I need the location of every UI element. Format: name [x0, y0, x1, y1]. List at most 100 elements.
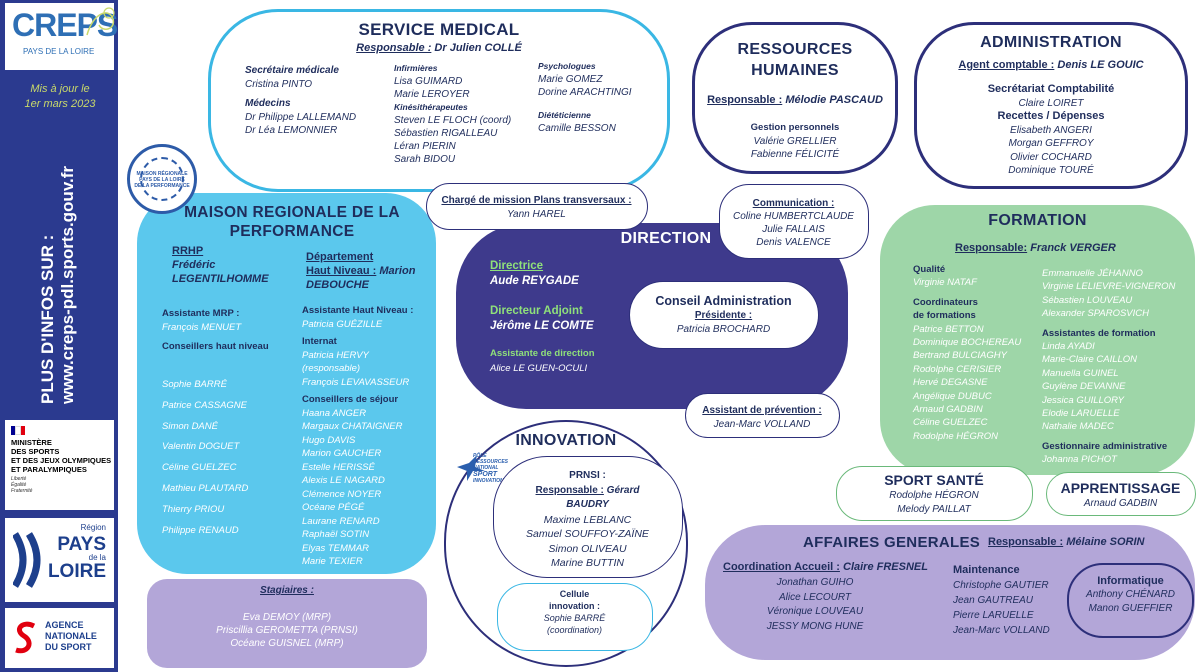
badge-line: MAISON RÉGIONALE: [136, 171, 188, 177]
staff-name: Coline HUMBERTCLAUDE: [733, 211, 854, 222]
staff-name: Anthony CHÉNARD: [1086, 589, 1175, 600]
role-label: Conseillers haut niveau: [162, 341, 269, 352]
staff-name: Patrice BETTON: [913, 323, 984, 335]
affaires-responsable: Responsable : Mélaine SORIN: [988, 536, 1145, 548]
role-label: Infirmières: [394, 63, 438, 73]
prevention-title: Assistant de prévention :: [702, 405, 822, 416]
staff-name: Sébastien LOUVEAU: [1042, 294, 1133, 306]
role-label: Kinésithérapeutes: [394, 102, 468, 112]
staff-name: Virginie NATAF: [913, 277, 977, 289]
ans-line: NATIONALE: [45, 631, 97, 641]
responsable-name: Franck VERGER: [1030, 242, 1116, 254]
ans-s-icon: [15, 621, 36, 654]
assistante-name: Alice LE GUEN-OCULI: [490, 363, 588, 374]
staff-name: Julie FALLAIS: [762, 224, 825, 235]
ans-name: AGENCE NATIONALE DU SPORT: [45, 620, 97, 653]
staff-name: Samuel SOUFFOY-ZAÏNE: [526, 528, 649, 540]
direction-people: Directrice Aude REYGADE Directeur Adjoin…: [490, 259, 595, 376]
agent-name: Denis LE GOUIC: [1057, 59, 1144, 71]
formation-title: FORMATION: [988, 212, 1087, 229]
directrice-name: Aude REYGADE: [490, 275, 579, 287]
staff-name: Marie LEROYER: [394, 89, 470, 100]
affaires-title: AFFAIRES GENERALES: [803, 534, 981, 551]
staff-name: Angélique DUBUC: [913, 390, 992, 402]
staff-name: Raphaël SOTIN: [302, 529, 370, 540]
prevention-box: Assistant de prévention : Jean-Marc VOLL…: [685, 393, 840, 438]
psni-logo: PÔLE RESSOURCES NATIONAL SPORT INNOVATIO…: [455, 453, 519, 484]
staff-name: Céline GUELZEC: [162, 462, 237, 474]
role-label: de formations: [913, 310, 976, 322]
staff-name: Steven LE FLOCH (coord): [394, 115, 512, 126]
staff-name: Guylène DEVANNE: [1042, 381, 1126, 393]
staff-name: Léran PIERIN: [394, 141, 456, 152]
communication-content: Communication : Coline HUMBERTCLAUDE Jul…: [720, 197, 867, 249]
staff-name: Sébastien RIGALLEAU: [394, 128, 498, 139]
rrhp-name: Frédéric: [172, 259, 216, 271]
mrp-title: MAISON REGIONALE DE LA PERFORMANCE: [157, 203, 427, 241]
mrp-col1: Assistante MRP : François MENUET Conseil…: [162, 307, 269, 354]
charge-mission-box: Chargé de mission Plans transversaux : Y…: [426, 183, 648, 230]
ans-line: AGENCE: [45, 620, 84, 630]
cellule-label: Cellule: [559, 589, 590, 599]
creps-logo-subtitle: PAYS DE LA LOIRE: [23, 47, 95, 56]
stagiaire-name: Priscillia GEROMETTA (PRNSI): [216, 625, 358, 636]
creps-logo: CREPS PAYS DE LA LOIRE: [5, 3, 118, 70]
sport-sante-box: SPORT SANTÉ Rodolphe HÉGRON Melody PAILL…: [836, 466, 1033, 521]
apprentissage-title: APPRENTISSAGE: [1060, 480, 1181, 496]
staff-name: Patricia HERVY: [302, 349, 369, 361]
stagiaire-name: Océane GUISNEL (MRP): [230, 638, 344, 649]
responsable-name: Mélaine SORIN: [1066, 536, 1145, 548]
staff-name: Simon DANÉ: [162, 420, 218, 432]
accueil-list: Jonathan GUIHO Alice LECOURT Véronique L…: [745, 576, 885, 634]
staff-name: Valérie GRELLIER: [753, 135, 837, 147]
role-label: Diététicienne: [538, 110, 591, 120]
role-label: Coordinateurs: [913, 296, 978, 308]
staff-name: Dorine ARACHTINGI: [538, 87, 632, 98]
staff-name: Claire LOIRET: [1018, 97, 1084, 109]
innovation-title: INNOVATION: [515, 432, 617, 449]
staff-name: Rodolphe CERISIER: [913, 363, 1002, 375]
update-date: Mis à jour le 1er mars 2023: [10, 82, 110, 113]
update-line2: 1er mars 2023: [24, 98, 96, 111]
role-label: Assistante MRP :: [162, 308, 240, 319]
motto-line: Fraternité: [11, 488, 33, 494]
staff-name: Nathalie MADEC: [1042, 421, 1114, 433]
direction-title: DIRECTION: [620, 230, 712, 247]
staff-name: Haana ANGER: [302, 407, 367, 419]
charge-title: Chargé de mission Plans transversaux :: [441, 195, 632, 206]
ministere-name: MINISTÈRE DES SPORTS ET DES JEUX OLYMPIQ…: [11, 438, 111, 474]
psni-line: INNOVATIONS: [473, 478, 507, 484]
update-line1: Mis à jour le: [30, 83, 90, 95]
rrhp: RRHP Frédéric LEGENTILHOMME: [172, 244, 269, 286]
cellule-content: Cellule innovation : Sophie BARRÉ (coord…: [498, 588, 651, 636]
ministere-line: ET PARALYMPIQUES: [11, 465, 87, 474]
staff-name: Jessica GUILLORY: [1042, 394, 1125, 406]
agent-label: Agent comptable :: [958, 59, 1055, 71]
adjoint-label: Directeur Adjoint: [490, 305, 583, 317]
presidente-name: Patricia BROCHARD: [676, 323, 771, 335]
sport-sante-content: SPORT SANTÉ Rodolphe HÉGRON Melody PAILL…: [837, 471, 1031, 516]
role-label: Gestionnaire administrative: [1042, 440, 1168, 452]
rh-title-line: RESSOURCES: [737, 41, 853, 58]
staff-name: Philippe RENAUD: [162, 524, 239, 536]
directrice-label: Directrice: [490, 260, 544, 272]
service-medical-col2: Infirmières Lisa GUIMARD Marie LEROYER K…: [394, 62, 511, 166]
staff-name: Manuella GUINEL: [1042, 367, 1119, 379]
ministere-line: MINISTÈRE: [11, 438, 52, 447]
website-link[interactable]: www.creps-pdl.sports.gouv.fr: [58, 165, 77, 405]
badge-line: PAYS DE LA LOIRE: [139, 177, 185, 183]
maison-regionale-badge: MAISON RÉGIONALE PAYS DE LA LOIRE DE LA …: [127, 144, 197, 214]
mrp-title-line: MAISON REGIONALE DE LA: [184, 204, 400, 221]
more-info-vertical: PLUS D'INFOS SUR : www.creps-pdl.sports.…: [18, 160, 98, 410]
more-info-label: PLUS D'INFOS SUR :: [38, 234, 57, 405]
creps-swirl-icon: [86, 7, 115, 36]
rh-title-line: HUMAINES: [751, 62, 839, 79]
staff-name: Alice LECOURT: [778, 591, 852, 603]
staff-name: Jean-Marc VOLLAND: [953, 625, 1050, 636]
staff-name: Hervé DEGASNE: [913, 377, 988, 389]
rrhp-label: RRHP: [172, 245, 204, 257]
staff-name: Thierry PRIOU: [162, 503, 225, 515]
section-label: Secrétariat Comptabilité: [987, 83, 1115, 95]
adjoint-name: Jérôme LE COMTE: [490, 320, 594, 332]
staff-name: Margaux CHATAIGNER: [302, 421, 403, 432]
